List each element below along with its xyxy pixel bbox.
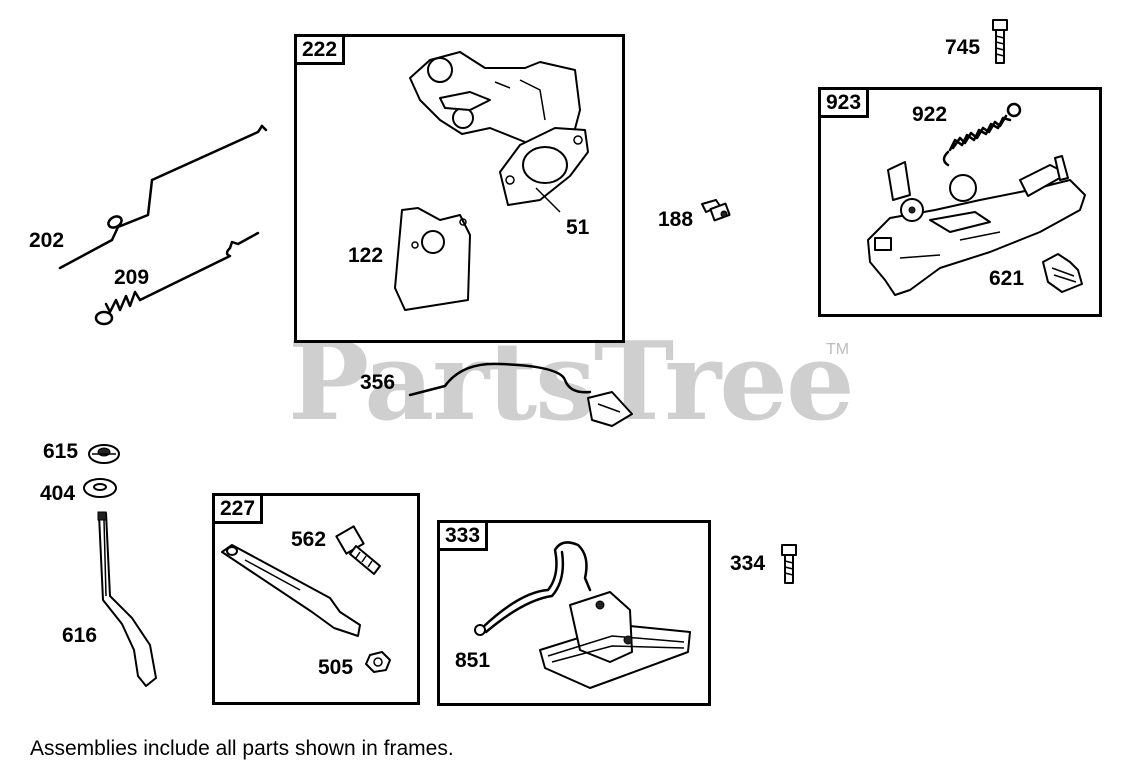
part-923-governor-drawing[interactable] — [867, 155, 1086, 296]
part-222-intake-drawing[interactable] — [394, 51, 589, 311]
label-356[interactable]: 356 — [360, 371, 396, 394]
trademark: TM — [826, 341, 850, 358]
label-505[interactable]: 505 — [318, 656, 354, 679]
frame-tag-923[interactable]: 923 — [818, 87, 870, 118]
label-334[interactable]: 334 — [730, 552, 766, 575]
part-562-screw-drawing[interactable] — [335, 525, 381, 575]
frame-222: 222 — [294, 34, 625, 343]
label-188[interactable]: 188 — [658, 208, 694, 231]
label-51[interactable]: 51 — [566, 216, 590, 239]
frame-tag-333[interactable]: 333 — [437, 520, 489, 551]
footer-note: Assemblies include all parts shown in fr… — [30, 737, 454, 760]
part-616-shaft-drawing[interactable] — [97, 511, 157, 687]
label-202[interactable]: 202 — [29, 229, 65, 252]
frame-tag-222[interactable]: 222 — [294, 34, 346, 65]
part-356-wire-drawing[interactable] — [408, 362, 633, 427]
part-202-rod-drawing[interactable] — [58, 124, 268, 270]
label-621[interactable]: 621 — [989, 267, 1025, 290]
part-621-clip-drawing[interactable] — [1042, 253, 1083, 293]
part-615-washer-drawing[interactable] — [88, 444, 120, 464]
label-851[interactable]: 851 — [455, 649, 491, 672]
label-616[interactable]: 616 — [62, 624, 98, 647]
label-209[interactable]: 209 — [114, 266, 150, 289]
frame-227: 227 — [212, 493, 420, 705]
frame-923: 923 — [818, 87, 1102, 317]
frame-tag-227[interactable]: 227 — [212, 493, 264, 524]
part-188-screw-drawing[interactable] — [701, 199, 731, 222]
part-333-armature-drawing[interactable] — [474, 541, 691, 689]
label-404[interactable]: 404 — [40, 482, 76, 505]
label-562[interactable]: 562 — [291, 528, 327, 551]
part-404-washer-drawing[interactable] — [83, 478, 117, 498]
part-334-bolt-drawing[interactable] — [781, 544, 797, 584]
part-227-lever-drawing[interactable] — [221, 544, 361, 637]
watermark: PartsTree — [288, 319, 855, 445]
label-922[interactable]: 922 — [912, 103, 948, 126]
label-122[interactable]: 122 — [348, 244, 384, 267]
part-505-nut-drawing[interactable] — [365, 651, 391, 673]
part-922-spring-drawing[interactable] — [942, 102, 1022, 167]
frame-333: 333 — [437, 520, 711, 706]
part-745-bolt-drawing[interactable] — [992, 19, 1008, 64]
label-745[interactable]: 745 — [945, 36, 981, 59]
label-615[interactable]: 615 — [43, 440, 79, 463]
part-209-spring-drawing[interactable] — [94, 231, 260, 326]
